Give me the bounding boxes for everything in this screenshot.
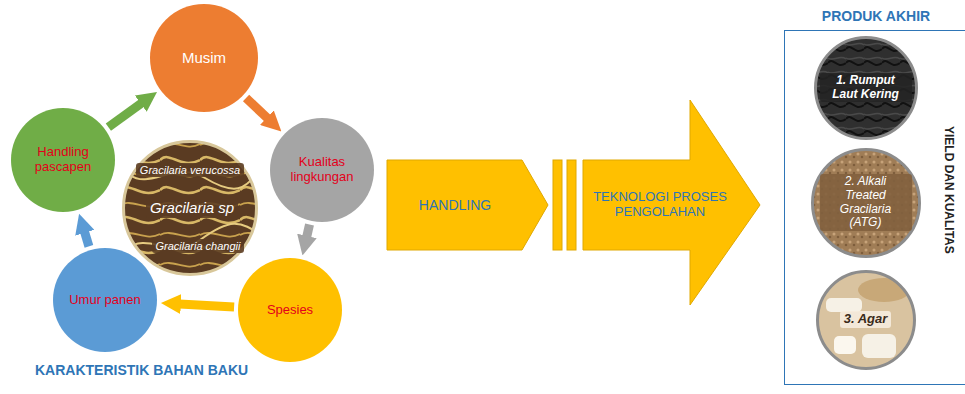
- seaweed-texture: [812, 34, 920, 142]
- cycle-arrow: [83, 227, 89, 246]
- factor-circle: Musim: [150, 4, 258, 112]
- granule-texture: [810, 147, 922, 259]
- circle-rim: [812, 149, 919, 256]
- cycle-arrow: [108, 100, 145, 127]
- node-label: Spesies: [267, 303, 313, 318]
- node-label: Gracilaria changii: [152, 239, 245, 254]
- circle-rim: [817, 271, 914, 368]
- node-label: HANDLING: [419, 197, 491, 213]
- node-label: Musim: [182, 49, 226, 66]
- product-circle: 2. Alkali Treated Gracilaria (ATG): [811, 148, 921, 258]
- node-label: Gracilaria sp: [146, 198, 238, 217]
- seaweed-photo: [120, 138, 262, 278]
- photo-ground: [811, 148, 921, 258]
- cycle-arrow: [246, 98, 271, 122]
- circle-shape: [53, 248, 157, 352]
- factor-circle: Spesies: [238, 258, 342, 362]
- circle-shape: [11, 108, 115, 212]
- product-panel: PRODUK AKHIRYIELD DAN KUALITAS1. Rumput …: [784, 30, 965, 385]
- circle-rim: [124, 142, 257, 275]
- factor-circle: Umur panen: [53, 248, 157, 352]
- separator-bar: [567, 160, 576, 250]
- agar-block: [862, 334, 896, 358]
- group-title: KARAKTERISTIK BAHAN BAKU: [35, 362, 248, 378]
- node-label: 2. Alkali Treated Gracilaria (ATG): [820, 174, 912, 231]
- node-label: 3. Agar: [840, 311, 892, 328]
- label-holder: KARAKTERISTIK BAHAN BAKU: [35, 362, 248, 378]
- separator-bar: [553, 160, 562, 250]
- process-arrow: TEKNOLOGI PROSES PENGOLAHAN: [583, 100, 760, 305]
- product-circle: 3. Agar: [816, 270, 916, 370]
- factor-circle: Handling pascapen: [11, 108, 115, 212]
- arrow-shape: [583, 100, 760, 305]
- node-label: Handling pascapen: [20, 145, 105, 175]
- agar-block: [834, 336, 856, 354]
- circle-rim: [815, 37, 916, 138]
- agar-block: [826, 298, 862, 312]
- species-photo-circle: Gracilaria verucossaGracilaria sp Gracila…: [122, 140, 258, 276]
- cycle-arrow: [306, 225, 310, 242]
- node-label: 1. Rumput Laut Kering: [820, 73, 912, 103]
- node-label: Umur panen: [69, 293, 141, 308]
- circle-shape: [270, 118, 374, 222]
- atg-photo: [810, 147, 922, 259]
- product-circle: 1. Rumput Laut Kering: [814, 36, 918, 140]
- node-label: PRODUK AKHIR: [822, 8, 930, 24]
- node-label: Gracilaria verucossa: [136, 163, 244, 178]
- node-label: TEKNOLOGI PROSES PENGOLAHAN: [585, 190, 735, 220]
- handling-arrow: HANDLING: [387, 160, 548, 250]
- circle-shape: [150, 4, 258, 112]
- factor-circle: Kualitas lingkungan: [270, 118, 374, 222]
- circle-shape: [238, 258, 342, 362]
- seaweed-strands: [120, 138, 260, 278]
- agar-photo: [816, 270, 916, 370]
- arrow-shape: [387, 160, 548, 250]
- node-label: Kualitas lingkungan: [279, 155, 364, 185]
- photo-ground: [816, 270, 916, 370]
- cycle-arrow: [175, 304, 234, 307]
- vertical-label: YIELD DAN KUALITAS: [941, 126, 955, 254]
- dried-seaweed-photo: [812, 34, 920, 142]
